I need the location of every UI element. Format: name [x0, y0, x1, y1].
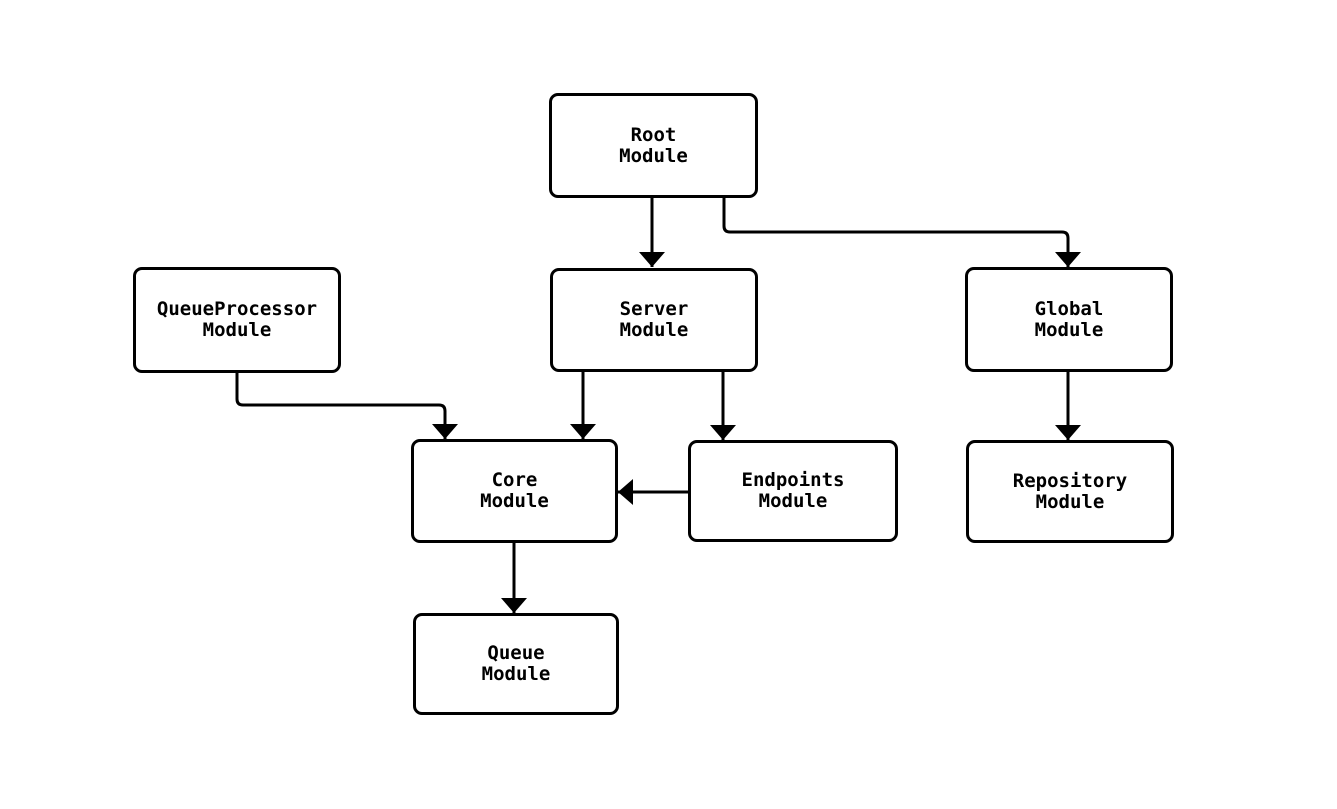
node-label-line: Module [1035, 490, 1105, 513]
node-label-line: Endpoints [741, 469, 845, 491]
node-label-line: Module [758, 490, 828, 512]
node-label-line: Core [491, 469, 538, 491]
node-label-line: Module [202, 319, 272, 341]
edge-root-to-global [722, 198, 1081, 267]
node-label-line: Module [1034, 318, 1104, 341]
edge-queueprocessor-to-core [235, 373, 458, 439]
node-label-line: Root [630, 123, 677, 146]
node-label-line: Module [619, 144, 688, 167]
node-label-line: Repository [1012, 469, 1128, 492]
node-label-line: Module [481, 663, 551, 685]
node-label-line: Server [619, 298, 689, 320]
node-label-line: Queue [487, 642, 545, 664]
node-label-line: Global [1034, 297, 1104, 320]
node-label-line: QueueProcessor [156, 298, 318, 320]
node-label-line: Module [619, 319, 689, 341]
node-label-line: Module [480, 490, 549, 512]
